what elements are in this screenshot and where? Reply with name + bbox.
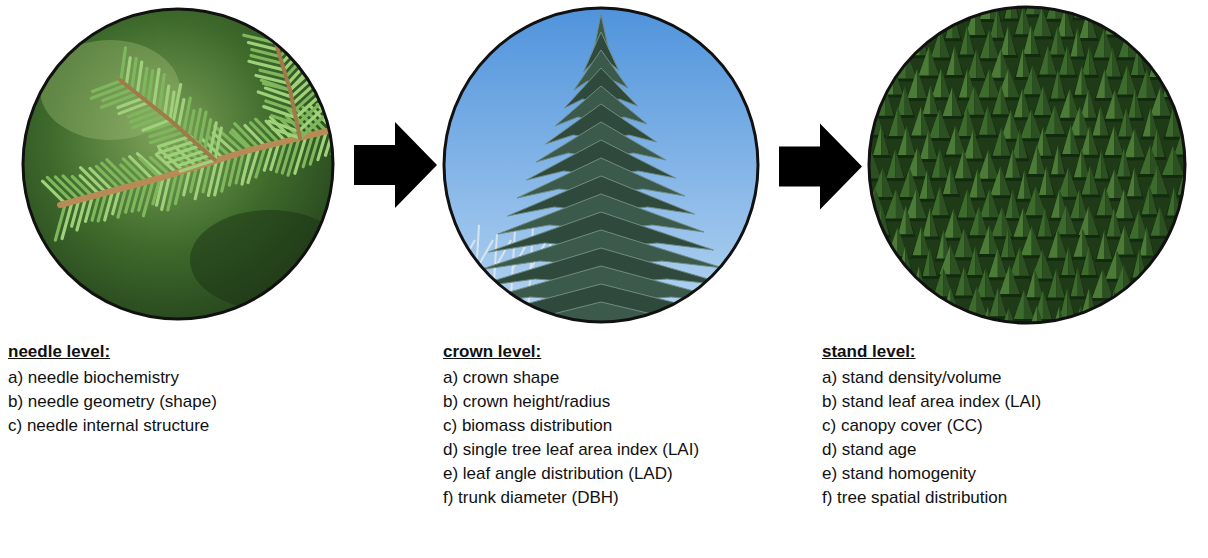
parameter-item: c) biomass distribution bbox=[443, 414, 823, 438]
level-text: stand level:a) stand density/volumeb) st… bbox=[822, 340, 1202, 510]
forest-photo bbox=[858, 0, 1208, 342]
level-heading: stand level: bbox=[822, 340, 1202, 364]
parameter-item: d) single tree leaf area index (LAI) bbox=[443, 438, 823, 462]
parameter-item: f) trunk diameter (DBH) bbox=[443, 486, 823, 510]
level-text: needle level:a) needle biochemistryb) ne… bbox=[8, 340, 388, 438]
parameter-item: f) tree spatial distribution bbox=[822, 486, 1202, 510]
level-heading: needle level: bbox=[8, 340, 388, 364]
level-text: crown level:a) crown shapeb) crown heigh… bbox=[443, 340, 823, 510]
parameter-item: e) stand homogenity bbox=[822, 462, 1202, 486]
parameter-item: b) crown height/radius bbox=[443, 390, 823, 414]
parameter-item: b) needle geometry (shape) bbox=[8, 390, 388, 414]
parameter-item: e) leaf angle distribution (LAD) bbox=[443, 462, 823, 486]
parameter-item: c) needle internal structure bbox=[8, 414, 388, 438]
level-circle: stand level:a) stand density/volumeb) st… bbox=[868, 8, 1186, 326]
parameter-item: c) canopy cover (CC) bbox=[822, 414, 1202, 438]
level-heading: crown level: bbox=[443, 340, 823, 364]
level-circle: needle level:a) needle biochemistryb) ne… bbox=[22, 8, 334, 320]
parameter-item: b) stand leaf area index (LAI) bbox=[822, 390, 1202, 414]
block-arrow bbox=[354, 122, 437, 208]
block-arrow bbox=[779, 124, 862, 210]
level-circle: crown level:a) crown shapeb) crown heigh… bbox=[443, 8, 759, 324]
tree-photo bbox=[440, 6, 762, 342]
needle-photo bbox=[20, 6, 350, 326]
parameter-item: a) needle biochemistry bbox=[8, 366, 388, 390]
parameter-item: d) stand age bbox=[822, 438, 1202, 462]
parameter-item: a) crown shape bbox=[443, 366, 823, 390]
parameter-item: a) stand density/volume bbox=[822, 366, 1202, 390]
